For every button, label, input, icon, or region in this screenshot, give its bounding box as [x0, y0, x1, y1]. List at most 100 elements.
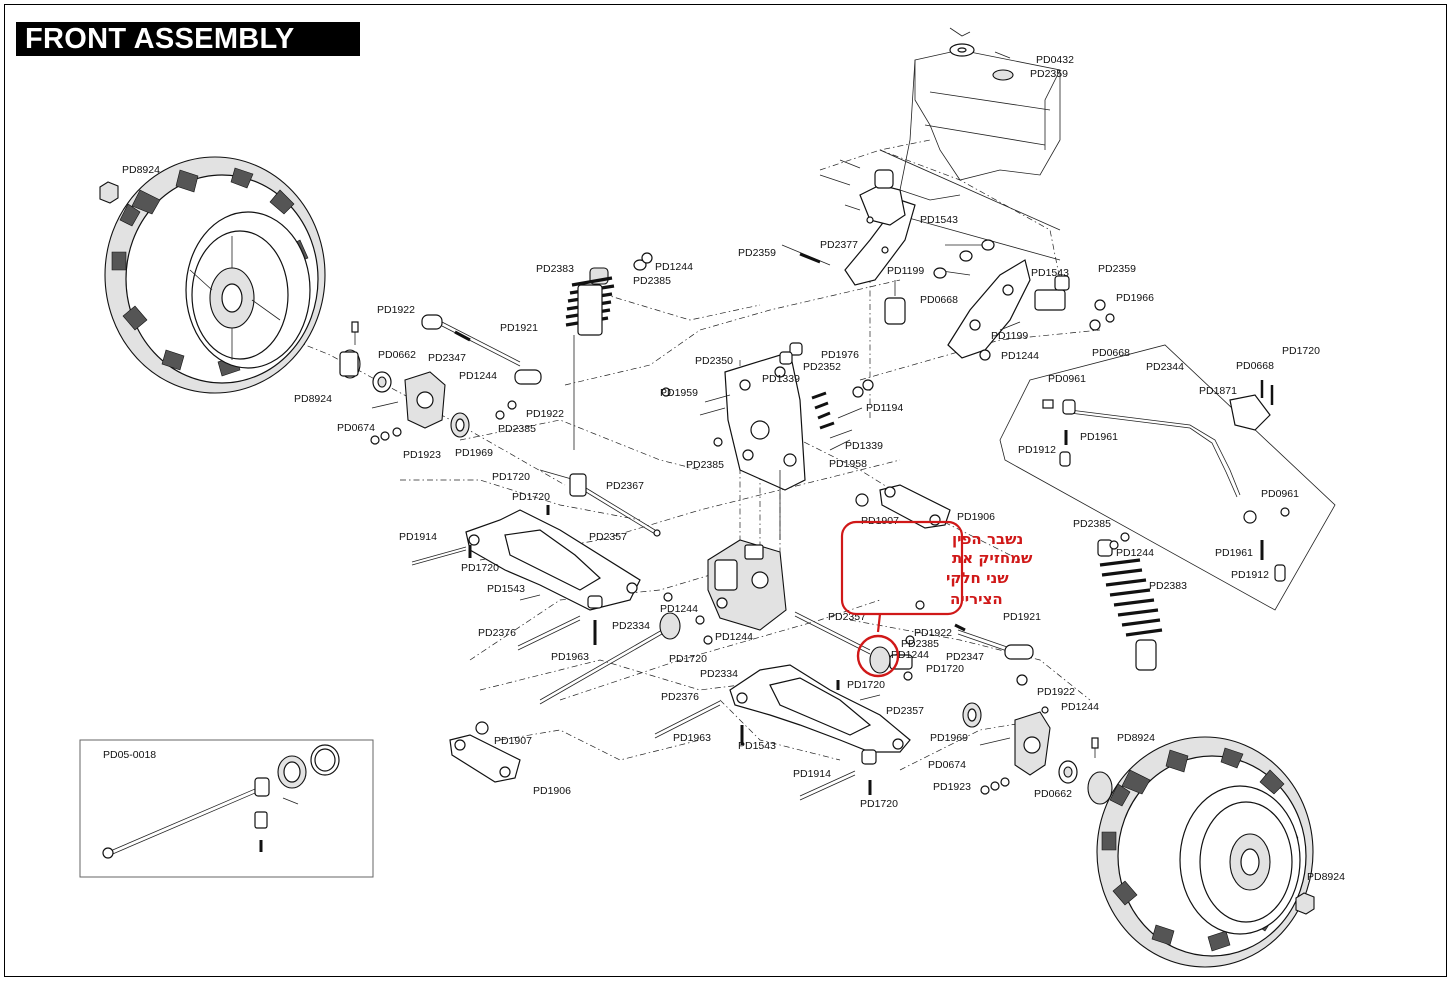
part-label: PD0668	[1236, 360, 1274, 372]
part-label: PD2334	[700, 668, 738, 680]
part-label: PD8924	[1117, 732, 1155, 744]
part-label: PD1963	[551, 651, 589, 663]
part-label: PD1244	[660, 603, 698, 615]
damage-annotation: נשבר הפין שמחזיק את שני חלקי הצירייה	[840, 520, 1033, 678]
part-label: PD1969	[455, 447, 493, 459]
part-label: PD2367	[606, 480, 644, 492]
part-label: PD1914	[793, 768, 831, 780]
part-label: PD1543	[738, 740, 776, 752]
bottom-links	[449, 484, 951, 783]
part-label: PD1907	[494, 735, 532, 747]
part-label: PD2377	[820, 239, 858, 251]
part-label: PD1959	[660, 387, 698, 399]
annotation-line-3: שני חלקי	[946, 569, 1009, 587]
part-label: PD0674	[928, 759, 966, 771]
part-label: PD2383	[1149, 580, 1187, 592]
part-label: PD0662	[1034, 788, 1072, 800]
part-label: PD8924	[122, 164, 160, 176]
inset-box	[79, 739, 374, 878]
part-label: PD8924	[294, 393, 332, 405]
part-label: PD2357	[886, 705, 924, 717]
part-label: PD1244	[891, 649, 929, 661]
right-wheel	[1087, 736, 1315, 968]
part-label: PD1921	[1003, 611, 1041, 623]
part-label: PD2376	[661, 691, 699, 703]
part-label: PD1720	[847, 679, 885, 691]
part-label: PD2385	[901, 638, 939, 650]
left-shock	[565, 252, 653, 450]
part-label: PD2359	[738, 247, 776, 259]
part-label: PD2350	[695, 355, 733, 367]
part-label: PD1922	[526, 408, 564, 420]
part-label: PD2385	[633, 275, 671, 287]
part-label: PD1923	[403, 449, 441, 461]
part-label: PD1194	[866, 402, 903, 414]
part-label: PD1922	[1037, 686, 1075, 698]
left-lower-arm	[411, 505, 641, 651]
left-upper-link	[421, 314, 542, 420]
annotation-line-4: הצירייה	[950, 590, 1003, 608]
part-label: PD1339	[845, 440, 883, 452]
part-label: PD1244	[459, 370, 497, 382]
part-label: PD0432	[1036, 54, 1074, 66]
part-label: PD1922	[914, 627, 952, 639]
part-label: PD1244	[1061, 701, 1099, 713]
part-label: PD0961	[1048, 373, 1086, 385]
part-label: PD1720	[492, 471, 530, 483]
part-label: PD1543	[920, 214, 958, 226]
annotation-line-2: שמחזיק את	[952, 549, 1033, 567]
right-lower-arm	[654, 664, 911, 801]
part-label: PD1914	[399, 531, 437, 543]
left-knuckle-assembly	[339, 321, 470, 445]
part-label: PD1720	[926, 663, 964, 675]
page-title: FRONT ASSEMBLY	[16, 22, 360, 56]
part-label: PD1871	[1199, 385, 1237, 397]
part-label: PD2359	[1098, 263, 1136, 275]
right-shock	[1097, 532, 1163, 671]
part-label: PD1923	[933, 781, 971, 793]
part-label: PD1543	[1031, 267, 1069, 279]
part-label: PD1963	[673, 732, 711, 744]
front-top-brace	[781, 159, 995, 325]
part-label: PD2383	[536, 263, 574, 275]
part-label: PD2334	[612, 620, 650, 632]
right-upper-link	[905, 600, 1034, 660]
part-label: PD1912	[1231, 569, 1269, 581]
part-label: PD1961	[1080, 431, 1118, 443]
part-label: PD1244	[1116, 547, 1154, 559]
part-label: PD1921	[500, 322, 538, 334]
part-label: PD1720	[461, 562, 499, 574]
part-number-labels: PD0432 PD2359 PD8924 PD1543 PD2377 PD235…	[103, 54, 1345, 883]
left-wheel	[99, 156, 326, 394]
part-label: PD2347	[428, 352, 466, 364]
part-label: PD1720	[1282, 345, 1320, 357]
part-label: PD0662	[378, 349, 416, 361]
sway-bar-inset	[999, 344, 1336, 611]
broken-pin-highlight	[856, 634, 900, 678]
part-label: PD1199	[991, 330, 1028, 342]
part-label: PD1961	[1215, 547, 1253, 559]
part-label: PD1906	[533, 785, 571, 797]
part-label: PD2357	[828, 611, 866, 623]
rear-top-brace	[947, 259, 1115, 361]
part-label: PD8924	[1307, 871, 1345, 883]
right-knuckle-assembly	[962, 674, 1099, 795]
part-label: PD1244	[655, 261, 693, 273]
part-label: PD1543	[487, 583, 525, 595]
part-label: PD1244	[1001, 350, 1039, 362]
part-label: PD2385	[1073, 518, 1111, 530]
part-label: PD1244	[715, 631, 753, 643]
part-label: PD2376	[478, 627, 516, 639]
center-bulkhead	[661, 342, 874, 491]
part-label: PD1339	[762, 373, 800, 385]
part-label: PD2347	[946, 651, 984, 663]
part-label: PD0668	[1092, 347, 1130, 359]
part-label: PD1922	[377, 304, 415, 316]
part-label: PD2359	[1030, 68, 1068, 80]
part-label: PD2385	[686, 459, 724, 471]
part-label: PD1720	[669, 653, 707, 665]
part-label: PD1720	[512, 491, 550, 503]
part-label: PD1912	[1018, 444, 1056, 456]
gearbox-housing	[663, 470, 787, 645]
